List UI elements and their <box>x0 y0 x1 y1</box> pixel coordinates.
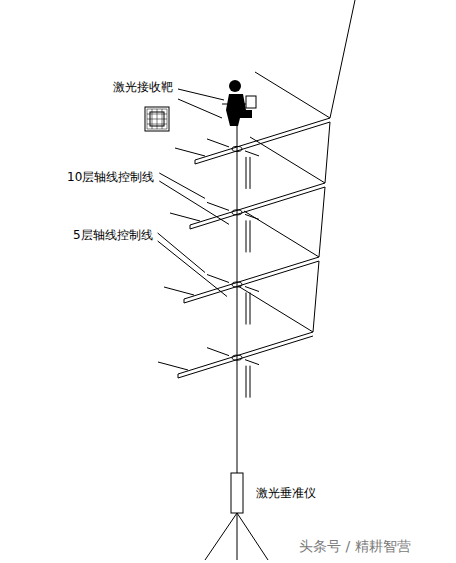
floor-slab <box>184 299 185 303</box>
leader-line <box>178 89 224 100</box>
callout-label: 5层轴线控制线 <box>72 228 154 242</box>
tripod-leg <box>237 513 238 560</box>
floor-slab <box>195 122 330 164</box>
target-grid <box>167 109 168 129</box>
worker-arm <box>222 104 246 105</box>
floor-slab <box>178 374 179 378</box>
axis-control-line <box>207 348 229 356</box>
floor-slab <box>255 72 330 118</box>
sleeve <box>246 293 247 325</box>
axis-control-line <box>164 287 194 295</box>
axis-control-line <box>175 148 205 156</box>
axis-control-line <box>207 139 229 147</box>
target-grid <box>147 129 167 130</box>
target-grid <box>147 119 167 120</box>
axis-control-line <box>245 287 259 292</box>
sleeve <box>246 220 247 252</box>
axis-control-line <box>170 213 200 221</box>
target-grid <box>147 124 167 125</box>
callout-label: 10层轴线控制线 <box>66 170 155 184</box>
leader-line <box>178 99 222 118</box>
axis-control-line <box>245 360 259 365</box>
sleeve <box>246 157 247 189</box>
building-edge <box>330 0 355 118</box>
floor-slab <box>184 261 319 303</box>
sleeve <box>250 293 251 325</box>
sleeve <box>246 366 247 398</box>
target-grid <box>162 109 163 129</box>
leader-line <box>158 241 227 297</box>
callout-label: 激光垂准仪 <box>255 486 317 500</box>
leader-line <box>158 233 205 273</box>
tripod-leg <box>205 513 237 560</box>
floor-slab <box>190 225 191 229</box>
axis-control-line <box>207 202 229 210</box>
floor-slab <box>244 211 319 257</box>
building-edge <box>319 187 325 257</box>
leader-line <box>159 181 229 224</box>
laser-plummet <box>231 473 243 513</box>
building-edge <box>313 261 319 332</box>
callout-label: 激光接收靶 <box>112 80 174 94</box>
laser-target <box>145 107 169 131</box>
floor-slab <box>250 137 325 183</box>
axis-control-line <box>207 275 229 283</box>
worker <box>226 80 256 126</box>
floor-slab <box>238 286 313 332</box>
axis-control-line <box>245 151 259 156</box>
sleeve <box>250 157 251 189</box>
floor-slab <box>195 160 196 164</box>
floor-slab <box>190 187 325 229</box>
laser-beam <box>237 105 238 473</box>
sleeve <box>250 220 251 252</box>
axis-control-line <box>158 362 188 370</box>
building-edge <box>325 122 330 183</box>
floor-slab <box>195 118 330 160</box>
watermark: 头条号 / 精耕智营 <box>298 538 412 554</box>
sleeve <box>250 366 251 398</box>
tripod-leg <box>237 513 268 560</box>
